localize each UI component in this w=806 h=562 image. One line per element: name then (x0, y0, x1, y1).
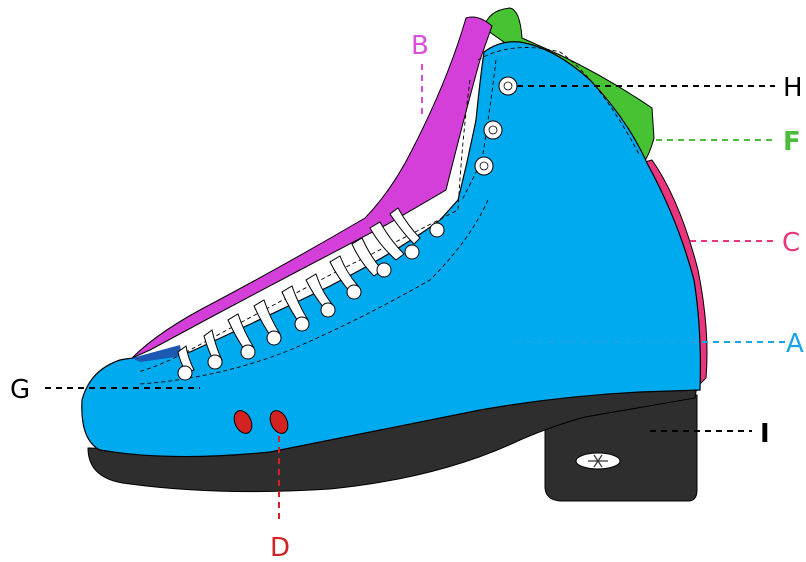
label-h: H (783, 73, 803, 103)
eyelet (430, 223, 444, 237)
eyelet (321, 303, 335, 317)
label-c: C (782, 228, 800, 258)
label-f: F (783, 127, 801, 157)
eyelet-top (484, 121, 502, 139)
eyelet (405, 245, 419, 259)
label-g: G (10, 375, 30, 405)
eyelet (347, 285, 361, 299)
eyelet (295, 317, 309, 331)
label-b: B (411, 31, 429, 61)
label-a: A (786, 329, 804, 359)
eyelet-top (475, 157, 493, 175)
eyelet (178, 366, 192, 380)
heel-logo-icon (576, 453, 620, 469)
label-d: D (270, 533, 290, 562)
eyelet (241, 345, 255, 359)
eyelet (208, 355, 222, 369)
eyelet (267, 331, 281, 345)
eyelet-top (499, 77, 517, 95)
label-i: I (760, 419, 770, 449)
eyelet (377, 263, 391, 277)
